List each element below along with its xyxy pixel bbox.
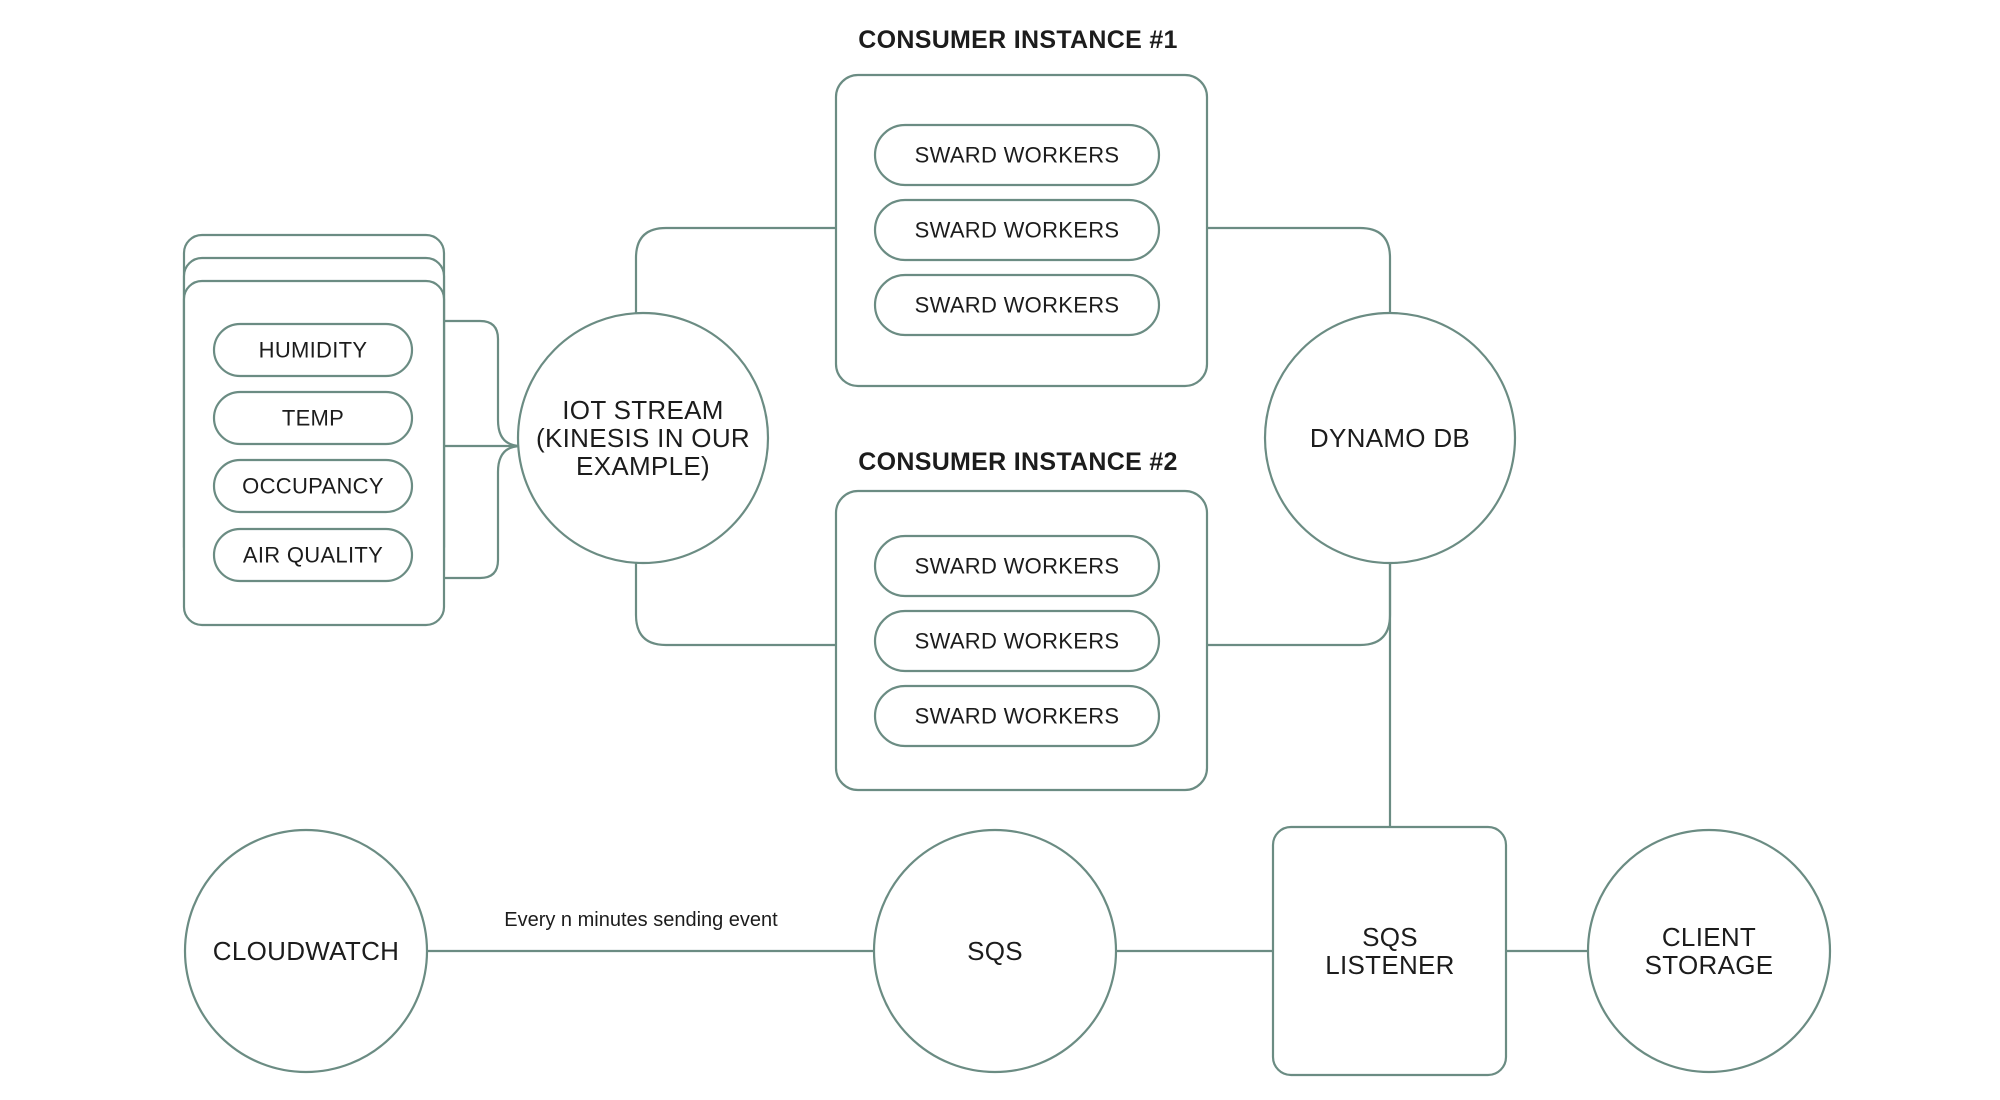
cloudwatch-label: CLOUDWATCH — [213, 936, 399, 966]
consumer-1-sward-worker-label: SWARD WORKERS — [915, 218, 1120, 243]
sensor-item-pill — [212, 458, 414, 514]
cloudwatch-node: CLOUDWATCH — [183, 828, 429, 1074]
edge-cloudwatch-to-sqs-label: Every n minutes sending event — [504, 909, 778, 931]
sqs-listener-label-line-1: SQS — [1362, 922, 1418, 952]
consumer-2-sward-worker-pill — [873, 684, 1161, 748]
sensor-item-label: HUMIDITY — [259, 338, 368, 363]
sensor-item-label: OCCUPANCY — [242, 474, 384, 499]
edge-consumer-1-to-dynamo — [1207, 226, 1392, 313]
sensor-item-3: OCCUPANCY — [212, 458, 414, 514]
dynamo-db-node: DYNAMO DB — [1263, 311, 1517, 565]
client-storage-label-line-2: STORAGE — [1645, 950, 1774, 980]
edge-sensors-brace-lower — [444, 444, 522, 580]
edge-iot-to-consumer-1 — [634, 226, 836, 313]
consumer-1-sward-worker-label: SWARD WORKERS — [915, 143, 1120, 168]
iot-stream-label-line-2: (KINESIS IN OUR — [536, 423, 750, 453]
sqs-listener-box — [1271, 825, 1508, 1077]
consumer-1-sward-worker-1: SWARD WORKERS — [873, 123, 1161, 187]
iot-stream-node: IOT STREAM (KINESIS IN OUR EXAMPLE) — [516, 311, 770, 565]
sensor-item-label: AIR QUALITY — [243, 543, 383, 568]
sensor-item-label: TEMP — [282, 406, 344, 431]
cloudwatch-circle — [183, 828, 429, 1074]
consumer-instance-2-workers: SWARD WORKERS SWARD WORKERS SWARD WORKERS — [873, 534, 1161, 748]
sensor-item-4: AIR QUALITY — [212, 527, 414, 583]
consumer-2-sward-worker-label: SWARD WORKERS — [915, 704, 1120, 729]
iot-stream-label-line-3: EXAMPLE) — [576, 451, 710, 481]
consumer-instance-2: CONSUMER INSTANCE #2 SWARD WORKERSSWARD … — [834, 448, 1209, 792]
sqs-circle — [872, 828, 1118, 1074]
dynamo-db-label: DYNAMO DB — [1310, 423, 1470, 453]
sensor-card-stack: HUMIDITY TEMP OCCUPANCY AIR QUALITY — [182, 233, 446, 627]
consumer-1-sward-worker-pill — [873, 123, 1161, 187]
consumer-instance-1-workers: SWARD WORKERS SWARD WORKERS SWARD WORKERS — [873, 123, 1161, 337]
sensor-item-pill — [212, 322, 414, 378]
iot-stream-circle — [516, 311, 770, 565]
consumer-instance-1-title: CONSUMER INSTANCE #1 — [858, 26, 1177, 54]
edge-consumer-2-to-dynamo — [1207, 563, 1392, 647]
consumer-2-sward-worker-label: SWARD WORKERS — [915, 629, 1120, 654]
client-storage-node: CLIENT STORAGE — [1586, 828, 1832, 1074]
consumer-instance-2-title: CONSUMER INSTANCE #2 — [858, 448, 1177, 476]
consumer-2-sward-worker-pill — [873, 609, 1161, 673]
client-storage-label-line-1: CLIENT — [1662, 922, 1756, 952]
edge-iot-to-consumer-2 — [634, 563, 836, 647]
sqs-node: SQS — [872, 828, 1118, 1074]
sqs-listener-node: SQS LISTENER — [1271, 825, 1508, 1077]
sensor-item-pill — [212, 390, 414, 446]
consumer-1-sward-worker-2: SWARD WORKERS — [873, 198, 1161, 262]
consumer-1-sward-worker-pill — [873, 273, 1161, 337]
consumer-2-sward-worker-3: SWARD WORKERS — [873, 684, 1161, 748]
sensor-item-2: TEMP — [212, 390, 414, 446]
consumer-1-sward-worker-pill — [873, 198, 1161, 262]
consumer-2-sward-worker-pill — [873, 534, 1161, 598]
connectors — [427, 226, 1588, 953]
consumer-2-sward-worker-2: SWARD WORKERS — [873, 609, 1161, 673]
edge-sensors-brace — [444, 319, 522, 448]
iot-stream-label-line-1: IOT STREAM — [562, 395, 723, 425]
consumer-1-sward-worker-label: SWARD WORKERS — [915, 293, 1120, 318]
sensor-item-pill — [212, 527, 414, 583]
dynamo-db-circle — [1263, 311, 1517, 565]
client-storage-circle — [1586, 828, 1832, 1074]
consumer-instance-1: CONSUMER INSTANCE #1 SWARD WORKERSSWARD … — [834, 26, 1209, 388]
sqs-label: SQS — [967, 936, 1023, 966]
consumer-2-sward-worker-1: SWARD WORKERS — [873, 534, 1161, 598]
sqs-listener-label-line-2: LISTENER — [1325, 950, 1455, 980]
sensor-item-1: HUMIDITY — [212, 322, 414, 378]
consumer-2-sward-worker-label: SWARD WORKERS — [915, 554, 1120, 579]
consumer-1-sward-worker-3: SWARD WORKERS — [873, 273, 1161, 337]
sensor-list: HUMIDITY TEMP OCCUPANCY AIR QUALITY — [212, 322, 414, 583]
